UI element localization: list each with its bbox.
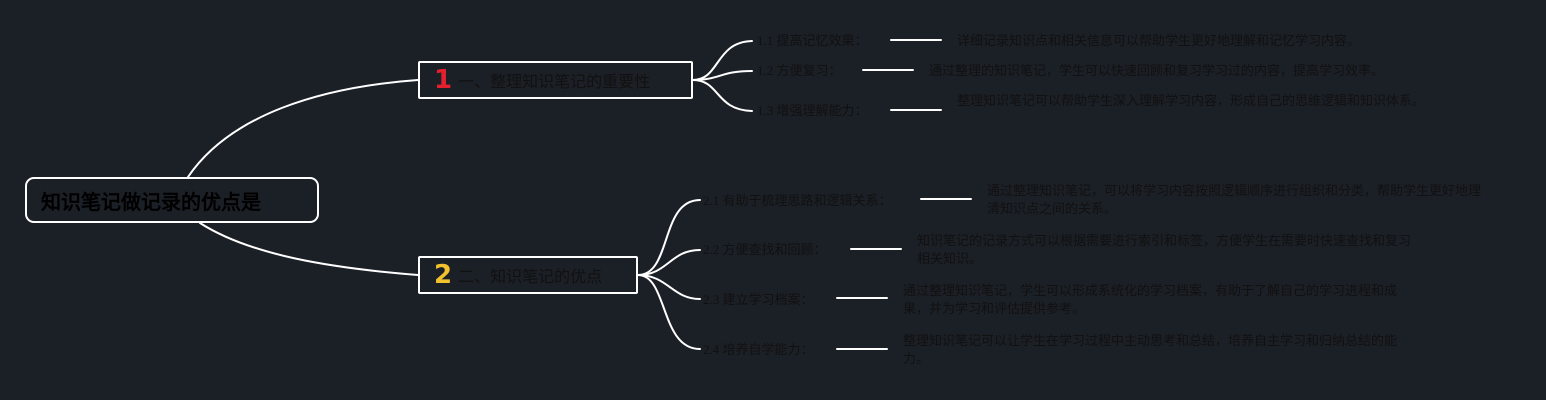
subtopic-1-1[interactable]: 1.1 提高记忆效果： [757,33,868,48]
connector-branch2-item4 [637,274,701,350]
branch-number-1: 1 [434,65,453,95]
connector-root-branch-2 [199,222,419,276]
subtopic-1-3[interactable]: 1.3 增强理解能力： [757,103,868,118]
connector-branch2-item1 [637,199,701,276]
branch-topic-1-label: 一、整理知识笔记的重要性 [458,72,651,91]
connector-root-branch-1 [187,79,419,178]
connector-branch1-item3 [692,79,753,112]
connector-branch2-item2 [637,249,701,276]
subtopic-2-2-desc[interactable]: 知识笔记的记录方式可以根据需要进行索引和标签，方便学生在需要时快速查找和复习相关… [917,233,1412,266]
connector-branch1-item2 [692,70,753,81]
subtopic-2-1-desc[interactable]: 通过整理知识笔记，可以将学习内容按照逻辑顺序进行组织和分类，帮助学生更好地理清知… [987,183,1482,216]
branch-topic-1[interactable]: 1 一、整理知识笔记的重要性 [418,61,693,99]
subtopic-1-2[interactable]: 1.2 方便复习： [757,63,842,78]
branch-topic-2-label: 二、知识笔记的优点 [458,267,603,286]
connector-branch2-item3 [637,274,701,300]
subtopic-2-3-desc[interactable]: 通过整理知识笔记，学生可以形成系统化的学习档案，有助于了解自己的学习进程和成果，… [903,283,1398,316]
branch-number-2: 2 [434,260,453,290]
subtopic-1-3-desc[interactable]: 整理知识笔记可以帮助学生深入理解学习内容，形成自己的思维逻辑和知识体系。 [957,93,1426,108]
subtopic-2-4[interactable]: 2.4 培养自学能力： [703,342,814,357]
subtopic-1-1-desc[interactable]: 详细记录知识点和相关信息可以帮助学生更好地理解和记忆学习内容。 [957,33,1361,48]
subtopic-2-3[interactable]: 2.3 建立学习档案： [703,292,814,307]
root-topic-label: 知识笔记做记录的优点是 [41,189,261,214]
root-topic[interactable]: 知识笔记做记录的优点是 [25,177,319,223]
branch-topic-2[interactable]: 2 二、知识笔记的优点 [418,256,638,294]
subtopic-2-2[interactable]: 2.2 方便查找和回顾： [703,242,827,257]
subtopic-1-2-desc[interactable]: 通过整理的知识笔记，学生可以快速回顾和复习学习过的内容，提高学习效率。 [929,63,1385,78]
subtopic-2-1[interactable]: 2.1 有助于梳理思路和逻辑关系： [703,193,892,208]
subtopic-2-4-desc[interactable]: 整理知识笔记可以让学生在学习过程中主动思考和总结，培养自主学习和归纳总结的能力。 [903,333,1398,366]
